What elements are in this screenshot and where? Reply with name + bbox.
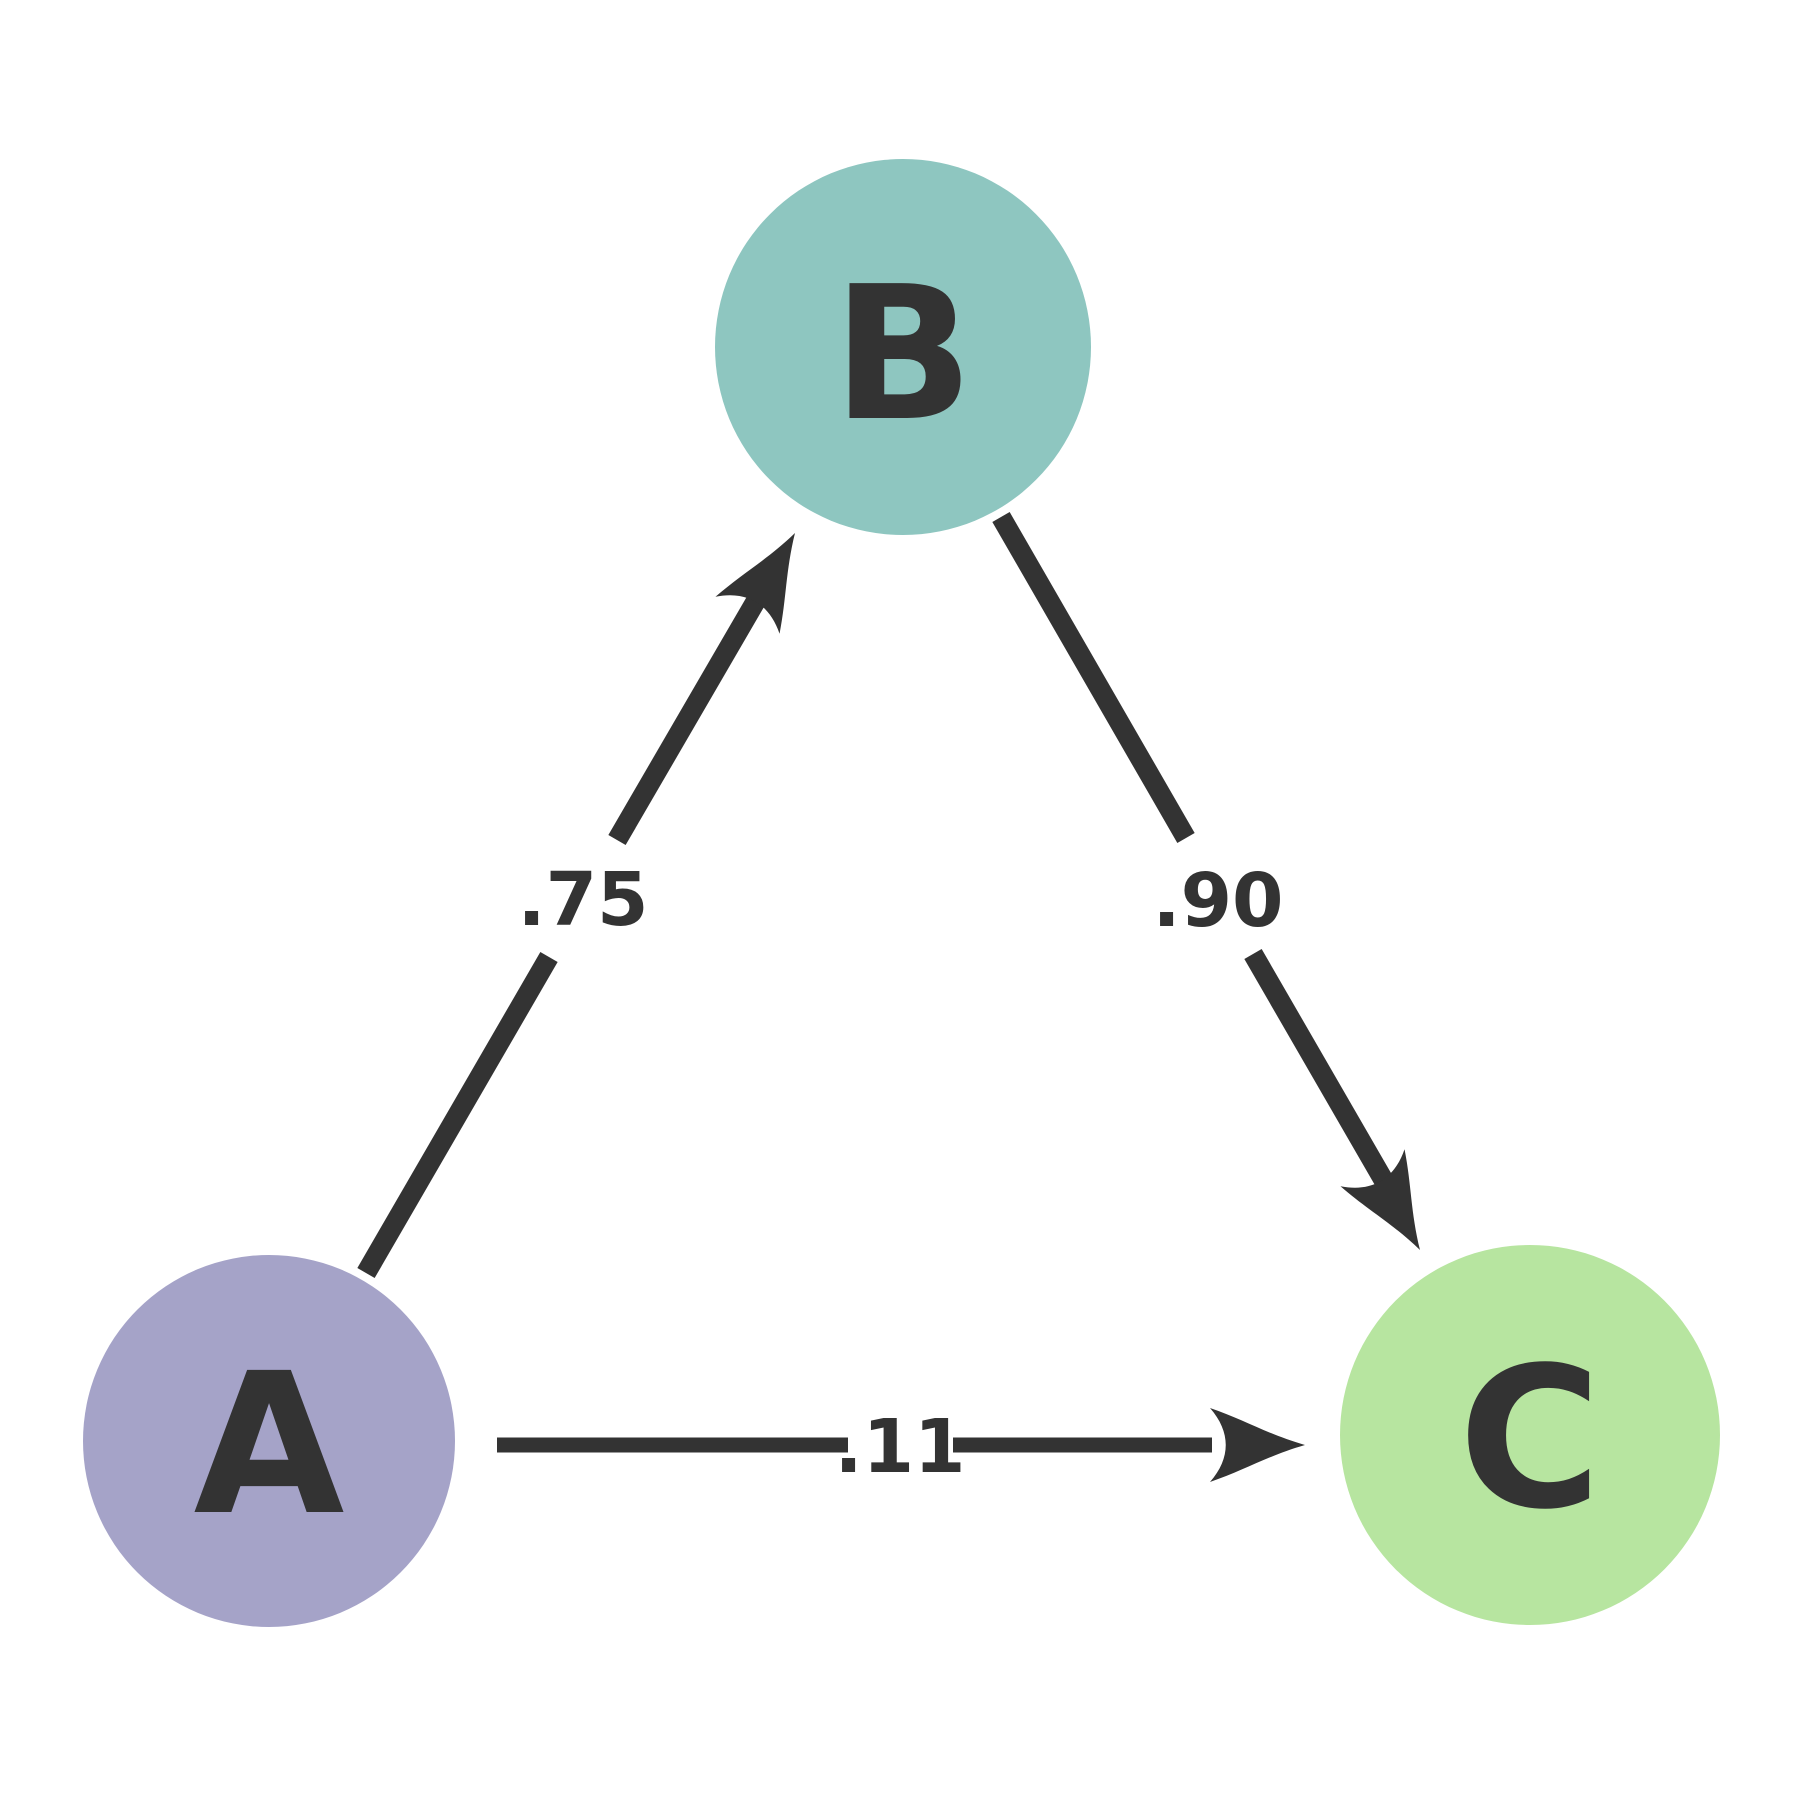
edge-a-b-line-segment-1 [357, 951, 558, 1279]
edge-b-c: .90 [992, 512, 1420, 1250]
node-a: A [83, 1255, 455, 1627]
node-c-label: C [1458, 1325, 1601, 1552]
edge-b-c-weight-label: .90 [1152, 858, 1283, 944]
edge-a-c-arrowhead-icon [1210, 1408, 1305, 1482]
node-a-label: A [194, 1331, 345, 1558]
node-b-circle [715, 159, 1091, 535]
edge-a-b: .75 [357, 533, 795, 1279]
edge-b-c-line-segment-1 [992, 512, 1195, 843]
edge-a-c-weight-label: .11 [834, 1404, 965, 1490]
edge-b-c-arrowhead-icon [1340, 1149, 1420, 1250]
edge-a-b-arrowhead-icon [715, 533, 795, 634]
node-c-circle [1340, 1245, 1720, 1625]
edge-a-b-weight-label: .75 [517, 857, 648, 943]
edge-a-c: .11 [497, 1404, 1305, 1490]
node-b-label: B [832, 246, 973, 462]
node-a-circle [83, 1255, 455, 1627]
edge-a-b-line-segment-2 [608, 581, 773, 846]
node-c: C [1340, 1245, 1720, 1625]
node-b: B [715, 159, 1091, 535]
edge-b-c-line-segment-2 [1244, 948, 1400, 1199]
